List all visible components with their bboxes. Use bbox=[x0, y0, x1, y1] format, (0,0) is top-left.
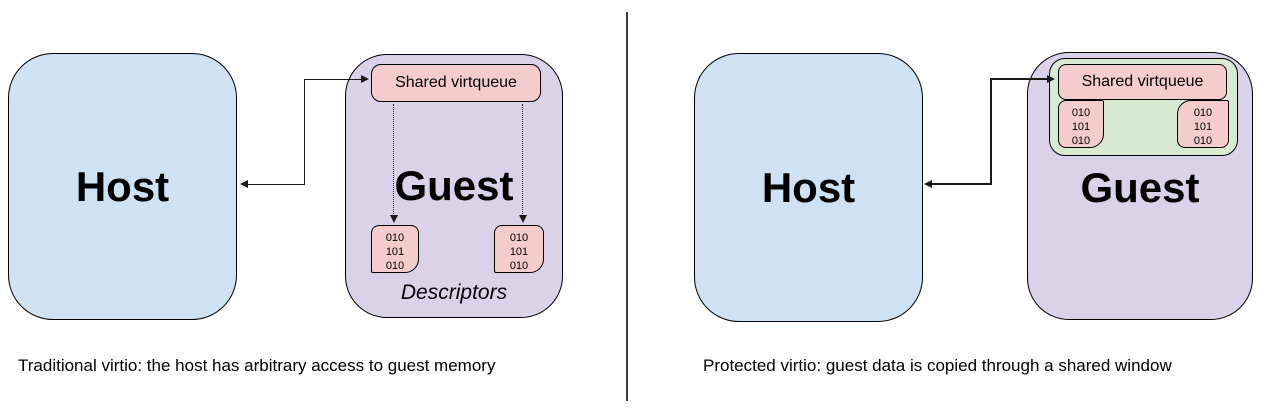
descriptor-data-box: 010 101 010 bbox=[494, 225, 544, 273]
shared-virtqueue-box: Shared virtqueue bbox=[371, 64, 541, 102]
connector-line bbox=[990, 78, 992, 185]
binary-line: 010 bbox=[509, 232, 529, 244]
binary-line: 101 bbox=[1071, 121, 1091, 133]
binary-line: 010 bbox=[509, 260, 529, 272]
caption-traditional: Traditional virtio: the host has arbitra… bbox=[18, 356, 496, 375]
binary-line: 101 bbox=[385, 246, 405, 258]
arrowhead-left-icon bbox=[924, 180, 932, 188]
shared-virtqueue-box: Shared virtqueue bbox=[1058, 64, 1227, 100]
connector-line bbox=[304, 79, 362, 81]
shared-window-box: Shared virtqueue 010 101 010 010 101 010 bbox=[1049, 58, 1238, 156]
vertical-divider bbox=[626, 12, 628, 401]
connector-line bbox=[248, 184, 305, 186]
binary-line: 010 bbox=[1071, 135, 1091, 147]
caption-protected: Protected virtio: guest data is copied t… bbox=[703, 356, 1172, 375]
binary-line: 010 bbox=[1071, 107, 1091, 119]
host-box-traditional: Host bbox=[8, 53, 237, 320]
shared-virtqueue-label: Shared virtqueue bbox=[1081, 73, 1204, 90]
arrowhead-down-icon bbox=[519, 215, 527, 223]
guest-label: Guest bbox=[1080, 164, 1200, 211]
guest-label: Guest bbox=[394, 162, 514, 209]
descriptor-data-box: 010 101 010 bbox=[371, 225, 419, 273]
descriptor-dotted-connector bbox=[522, 104, 523, 216]
connector-line bbox=[990, 78, 1048, 80]
window-data-box: 010 101 010 bbox=[1058, 100, 1104, 148]
binary-line: 010 bbox=[385, 232, 405, 244]
descriptors-label: Descriptors bbox=[400, 281, 508, 304]
host-label: Host bbox=[75, 163, 170, 210]
arrowhead-right-icon bbox=[361, 75, 369, 83]
binary-line: 010 bbox=[1193, 107, 1213, 119]
connector-line bbox=[931, 183, 990, 185]
guest-box-traditional: Shared virtqueue Guest 010 101 010 010 1… bbox=[345, 54, 563, 318]
arrowhead-down-icon bbox=[390, 215, 398, 223]
window-data-box: 010 101 010 bbox=[1177, 100, 1229, 148]
descriptor-dotted-connector bbox=[393, 104, 394, 216]
binary-line: 101 bbox=[1193, 121, 1213, 133]
arrowhead-right-icon bbox=[1047, 75, 1055, 83]
arrowhead-left-icon bbox=[240, 180, 248, 188]
binary-line: 010 bbox=[1193, 135, 1213, 147]
host-box-protected: Host bbox=[694, 53, 923, 322]
binary-line: 101 bbox=[509, 246, 529, 258]
guest-box-protected: Shared virtqueue 010 101 010 010 101 010… bbox=[1027, 52, 1253, 320]
connector-line bbox=[304, 79, 306, 185]
binary-line: 010 bbox=[385, 260, 405, 272]
host-label: Host bbox=[761, 164, 856, 211]
shared-virtqueue-label: Shared virtqueue bbox=[395, 74, 517, 91]
